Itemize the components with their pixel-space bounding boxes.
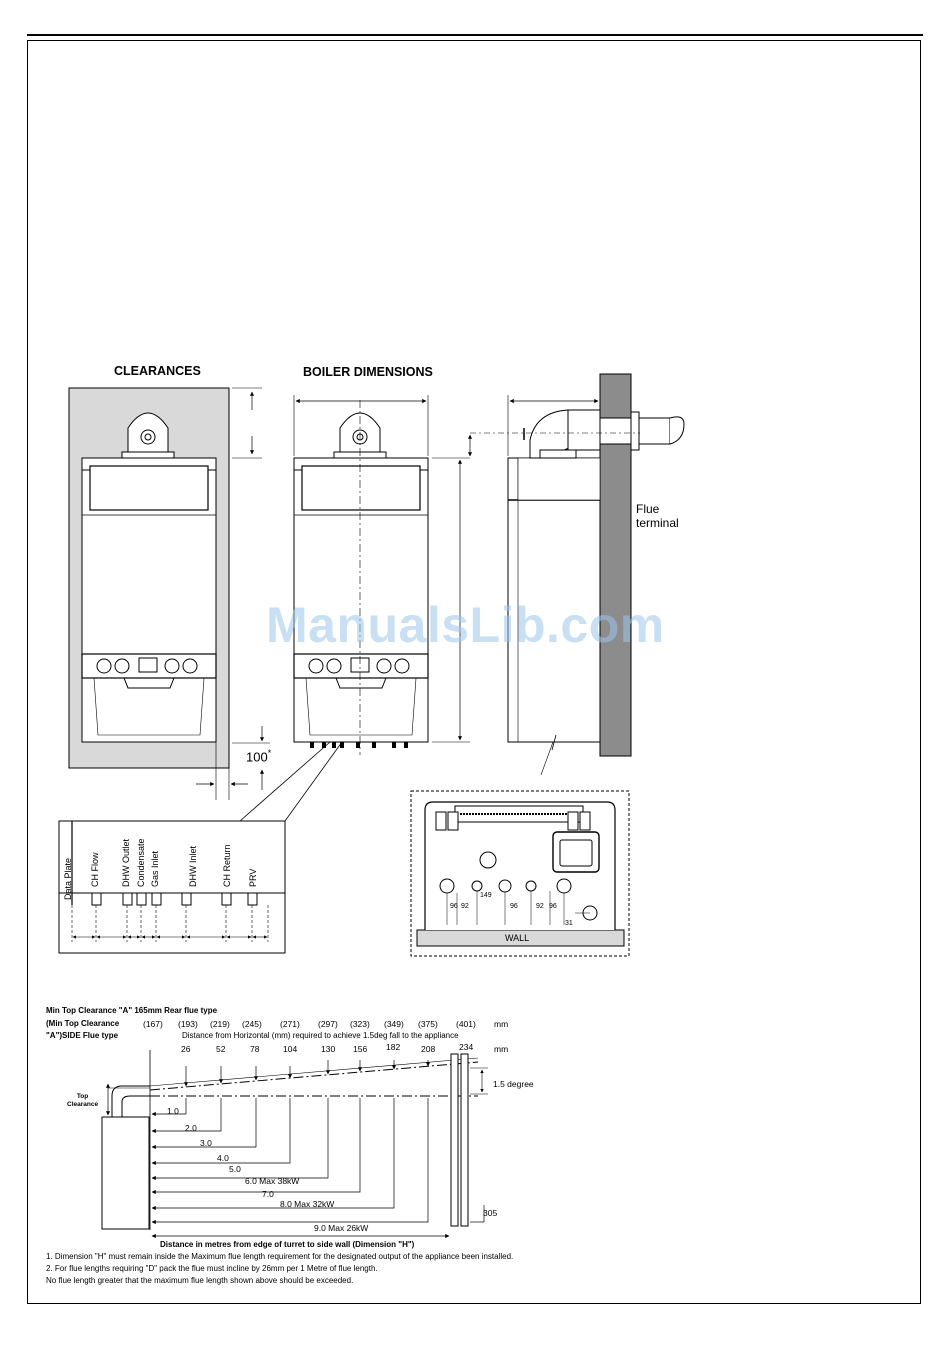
bottom-dim: 149	[480, 892, 492, 899]
boiler-side-view	[467, 373, 685, 776]
fall-value: 156	[353, 1044, 368, 1054]
side-clearance: (271)	[280, 1019, 300, 1029]
watermark: ManualsLib.com	[266, 597, 665, 653]
chart-header-rear: Min Top Clearance "A" 165mm Rear flue ty…	[46, 1006, 218, 1015]
bottom-dim: 92	[536, 903, 544, 910]
bottom-dim: 92	[461, 903, 469, 910]
connection-detail	[58, 741, 343, 954]
fall-value: 52	[216, 1044, 226, 1054]
chart-note-3: No flue length greater that the maximum …	[46, 1276, 354, 1285]
connection-label-gas-inlet: Gas Inlet	[150, 850, 160, 887]
connection-label-dhw-inlet: DHW Inlet	[188, 845, 198, 887]
clearance-100-label: 100*	[246, 748, 272, 765]
unit-mm-1: mm	[494, 1019, 509, 1029]
fall-value: 234	[459, 1042, 474, 1052]
fall-value: 208	[421, 1044, 436, 1054]
connection-label-data-plate: Data Plate	[63, 857, 73, 900]
distance-label: 3.0	[200, 1138, 212, 1148]
unit-mm-2: mm	[494, 1044, 509, 1054]
side-clearance: (349)	[384, 1019, 404, 1029]
distance-label: 2.0	[185, 1123, 197, 1133]
side-clearance: (323)	[350, 1019, 370, 1029]
fall-value: 26	[181, 1044, 191, 1054]
boiler-front-view	[293, 395, 470, 755]
side-clearance: (401)	[456, 1019, 476, 1029]
boiler-dimensions-heading: BOILER DIMENSIONS	[303, 365, 433, 379]
bottom-dim: 96	[450, 903, 458, 910]
connection-label-ch-return: CH Return	[222, 844, 232, 887]
angle-label: 1.5 degree	[493, 1079, 534, 1089]
fall-value: 182	[386, 1042, 401, 1052]
chart-header-side-2: "A")SIDE Flue type	[46, 1031, 119, 1040]
clearances-heading: CLEARANCES	[114, 364, 201, 378]
side-clearance: (193)	[178, 1019, 198, 1029]
distance-label: 6.0 Max 38kW	[245, 1176, 300, 1186]
fall-value: 130	[321, 1044, 336, 1054]
chart-axis-caption: Distance in metres from edge of turret t…	[160, 1240, 415, 1249]
distance-label: 5.0	[229, 1164, 241, 1174]
distance-label: 9.0 Max 26kW	[314, 1223, 369, 1233]
flue-length-chart	[101, 1050, 488, 1239]
wall-label: WALL	[505, 933, 530, 943]
distance-label: 7.0	[262, 1189, 274, 1199]
side-clearance: (219)	[210, 1019, 230, 1029]
side-clearance: (245)	[242, 1019, 262, 1029]
distance-label: 1.0	[167, 1106, 179, 1116]
side-clearance: (167)	[143, 1019, 163, 1029]
chart-note-2: 2. For flue lengths requiring "D" pack t…	[46, 1264, 378, 1273]
bottom-dim: 96	[549, 903, 557, 910]
label-305: 305	[483, 1208, 498, 1218]
bottom-view-detail	[410, 790, 630, 957]
chart-note-1: 1. Dimension "H" must remain inside the …	[46, 1252, 514, 1261]
connection-label-condensate: Condensate	[136, 838, 146, 887]
connection-label-dhw-outlet: DHW Outlet	[121, 838, 131, 887]
bottom-dim: 31	[565, 920, 573, 927]
chart-subtitle: Distance from Horizontal (mm) required t…	[182, 1031, 459, 1040]
bottom-dim: 96	[510, 903, 518, 910]
distance-label: 4.0	[217, 1153, 229, 1163]
distance-label: 8.0 Max 32kW	[280, 1199, 335, 1209]
connection-label-ch-flow: CH Flow	[90, 852, 100, 887]
side-clearance: (375)	[418, 1019, 438, 1029]
top-rule	[27, 34, 923, 36]
connection-label-prv: PRV	[248, 868, 258, 887]
clearances-view	[68, 387, 270, 800]
chart-header-side-1: (Min Top Clearance	[46, 1019, 120, 1028]
fall-value: 78	[250, 1044, 260, 1054]
fall-value: 104	[283, 1044, 298, 1054]
page-frame	[27, 40, 921, 1304]
side-clearance: (297)	[318, 1019, 338, 1029]
